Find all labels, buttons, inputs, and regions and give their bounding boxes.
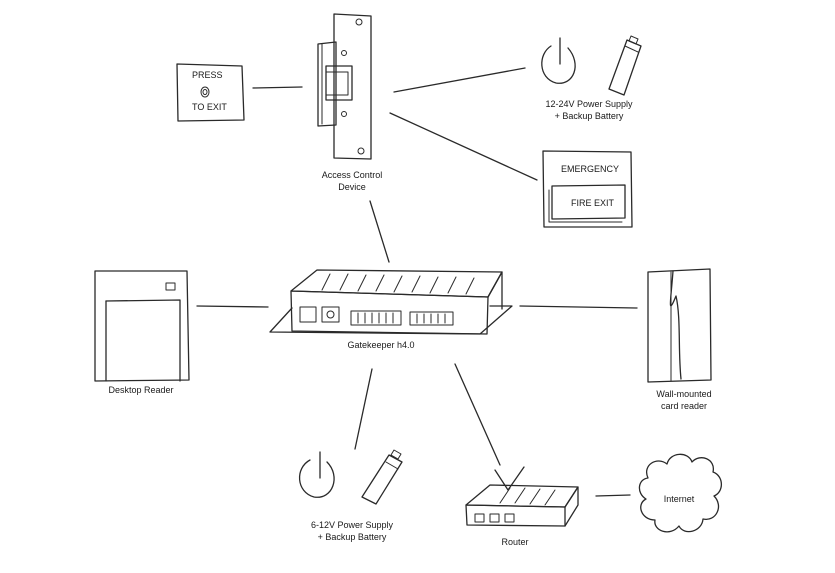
exit-button: PRESS TO EXIT bbox=[176, 63, 245, 122]
fire-exit-sign: EMERGENCY FIRE EXIT bbox=[542, 150, 633, 228]
lock-bolt-icon bbox=[325, 65, 353, 101]
battery-icon bbox=[608, 39, 642, 96]
power-icon bbox=[541, 45, 576, 84]
gatekeeper-terminal-block-left bbox=[350, 310, 402, 326]
internet-label: Internet bbox=[664, 494, 695, 504]
battery-terminal-icon bbox=[628, 35, 639, 45]
desktop-reader-label: Desktop Reader bbox=[108, 385, 173, 395]
wall-reader-body bbox=[647, 268, 712, 383]
power-supply-top: 12-24V Power Supply + Backup Battery bbox=[541, 35, 642, 121]
gatekeeper-port-square-icon bbox=[299, 306, 317, 323]
fire-exit-button-shadow bbox=[548, 189, 623, 223]
exit-button-knob-icon bbox=[200, 86, 210, 98]
cloud-icon bbox=[638, 453, 723, 533]
wall-reader-label-line2: card reader bbox=[661, 401, 707, 411]
router-device: Router bbox=[465, 466, 579, 547]
router-front bbox=[465, 504, 566, 527]
router-port-icon bbox=[474, 513, 485, 523]
router-side bbox=[564, 486, 579, 527]
access-control-device: Access Control Device bbox=[317, 13, 383, 192]
link-access-control-to-psu-top bbox=[393, 67, 526, 93]
exit-button-frame bbox=[176, 63, 245, 122]
link-exit-button-to-access-control bbox=[252, 86, 303, 89]
fire-exit-frame bbox=[542, 150, 633, 228]
power-supply-bottom: 6-12V Power Supply + Backup Battery bbox=[298, 449, 403, 542]
lock-bolt-edge-icon bbox=[325, 71, 349, 96]
router-vents bbox=[499, 487, 556, 506]
screw-icon bbox=[341, 50, 347, 56]
terminal-dividers bbox=[357, 312, 394, 324]
gatekeeper-side bbox=[487, 271, 503, 310]
battery-terminal-icon bbox=[390, 449, 402, 460]
screw-icon bbox=[341, 111, 347, 117]
terminal-dividers bbox=[416, 313, 446, 324]
router-port-icon bbox=[504, 513, 515, 523]
strike-plate-icon bbox=[333, 13, 372, 160]
access-control-label-line2: Device bbox=[338, 182, 366, 192]
power-icon bbox=[298, 459, 335, 498]
connection-lines bbox=[196, 67, 638, 497]
screw-icon bbox=[357, 147, 365, 155]
psu-top-label-line2: + Backup Battery bbox=[555, 111, 624, 121]
psu-top-label-line1: 12-24V Power Supply bbox=[545, 99, 633, 109]
fire-exit-button-frame bbox=[551, 184, 626, 220]
battery-band-icon bbox=[624, 45, 639, 53]
vent-line bbox=[375, 274, 385, 292]
gatekeeper-device: Gatekeeper h4.0 bbox=[269, 269, 513, 350]
exit-button-text-press: PRESS bbox=[192, 70, 223, 80]
battery-band-icon bbox=[385, 461, 399, 470]
vent-line bbox=[393, 275, 403, 293]
link-desktop-reader-to-gatekeeper bbox=[196, 305, 269, 308]
wall-reader-card-slot bbox=[669, 270, 682, 380]
gatekeeper-port-round-frame bbox=[321, 306, 340, 323]
vent-line bbox=[465, 277, 475, 295]
gatekeeper-top bbox=[290, 269, 503, 298]
gatekeeper-vents bbox=[321, 273, 475, 295]
screw-icon bbox=[355, 18, 363, 26]
link-gatekeeper-to-wall-reader bbox=[519, 305, 638, 309]
desktop-reader-card-slot bbox=[105, 299, 181, 382]
lock-body-icon bbox=[317, 41, 337, 127]
link-access-control-to-fire-exit bbox=[389, 112, 538, 181]
router-port-icon bbox=[489, 513, 500, 523]
vent-line bbox=[339, 273, 349, 291]
access-control-label-line1: Access Control bbox=[322, 170, 383, 180]
fire-exit-button-text: FIRE EXIT bbox=[571, 198, 615, 208]
link-router-to-internet bbox=[595, 494, 631, 497]
desktop-reader-body bbox=[94, 270, 190, 382]
wall-mounted-reader: Wall-mounted card reader bbox=[647, 268, 712, 411]
desktop-reader: Desktop Reader bbox=[94, 270, 190, 395]
gatekeeper-power-jack-icon bbox=[326, 310, 335, 319]
battery-icon bbox=[361, 454, 403, 505]
vent-line bbox=[447, 276, 457, 294]
gatekeeper-base-flange bbox=[269, 305, 513, 335]
psu-bottom-label-line2: + Backup Battery bbox=[318, 532, 387, 542]
link-access-control-to-gatekeeper bbox=[369, 200, 390, 263]
fire-exit-header-text: EMERGENCY bbox=[561, 164, 619, 174]
gatekeeper-terminal-block-right bbox=[409, 311, 454, 326]
internet-cloud: Internet bbox=[638, 453, 723, 533]
vent-line bbox=[357, 274, 367, 292]
gatekeeper-label: Gatekeeper h4.0 bbox=[347, 340, 414, 350]
vent-line bbox=[321, 273, 331, 291]
router-antenna-icon bbox=[494, 466, 525, 491]
router-top bbox=[465, 484, 579, 508]
exit-button-text-to-exit: TO EXIT bbox=[192, 102, 227, 112]
vent-line bbox=[429, 276, 439, 294]
router-label: Router bbox=[501, 537, 528, 547]
wall-reader-label-line1: Wall-mounted bbox=[656, 389, 711, 399]
desktop-reader-led-icon bbox=[165, 282, 176, 291]
link-gatekeeper-to-router bbox=[454, 363, 501, 466]
gatekeeper-front bbox=[290, 290, 489, 335]
vent-line bbox=[411, 275, 421, 293]
link-gatekeeper-to-psu-bottom bbox=[354, 368, 373, 450]
psu-bottom-label-line1: 6-12V Power Supply bbox=[311, 520, 394, 530]
exit-button-knob-inner-icon bbox=[202, 89, 208, 95]
